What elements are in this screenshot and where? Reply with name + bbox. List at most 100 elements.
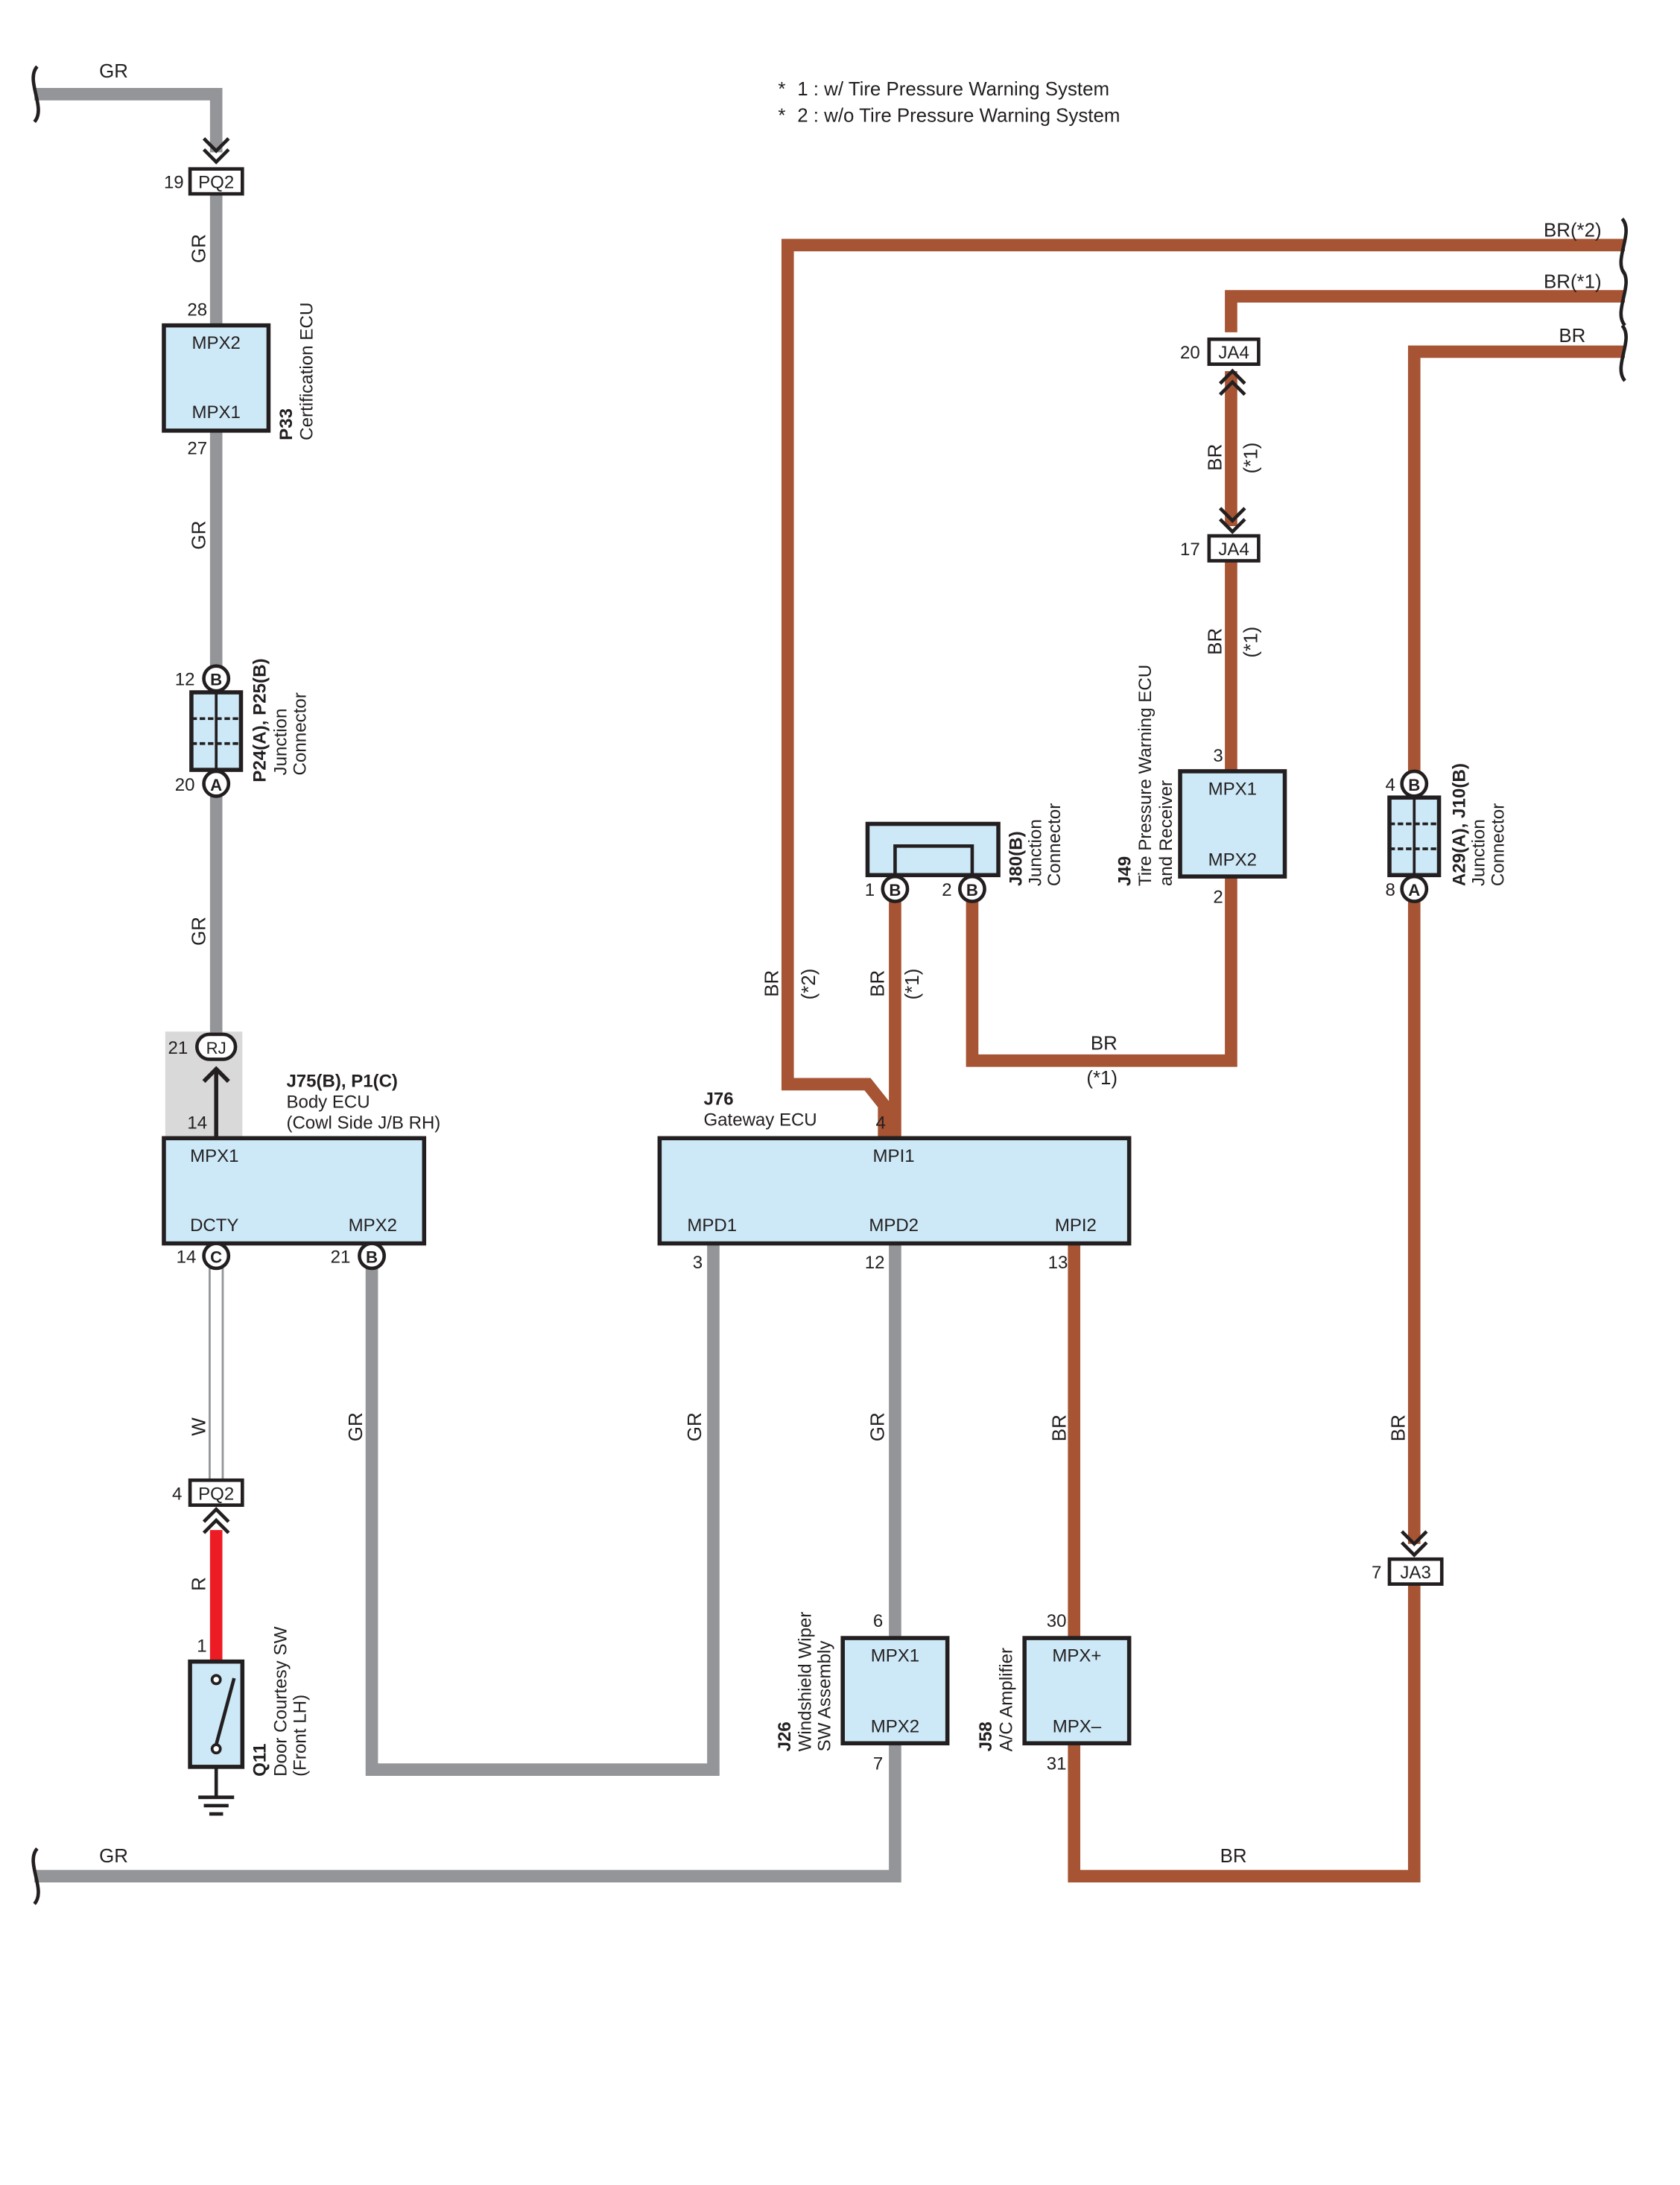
wire-label-br-ja4-a: BR <box>1205 444 1226 471</box>
connector-pin: 19 <box>164 173 184 193</box>
wire-label-br-j76: BR <box>761 970 782 997</box>
j26-name-2: SW Assembly <box>815 1641 835 1752</box>
a29-pin-8: 8 <box>1385 880 1395 900</box>
p24-term-a-label: A <box>210 776 222 794</box>
mating-arrow-icon <box>202 137 230 154</box>
p33-id: P33 <box>276 408 297 440</box>
j75-name-1: Body ECU <box>286 1092 370 1112</box>
j76-pin-13: 13 <box>1048 1253 1068 1273</box>
j75-name-2: (Cowl Side J/B RH) <box>286 1113 440 1133</box>
break-top-left <box>31 65 40 124</box>
wire-label-br-bottom: BR <box>1220 1846 1247 1867</box>
wire-gr-top <box>34 87 223 153</box>
note-2-mark: * <box>778 105 785 126</box>
j80-term-1-label: B <box>889 881 901 899</box>
a29-name-1: Junction <box>1469 819 1489 886</box>
wire-label-gr-mpd1: GR <box>685 1412 706 1441</box>
j58-id: J58 <box>976 1721 996 1751</box>
j75-terminal-b <box>358 1242 387 1271</box>
wire-label-br-j80-j49: BR <box>1091 1033 1118 1054</box>
j75-pin-21: 21 <box>331 1247 351 1267</box>
mating-arrow-icon <box>1219 379 1246 396</box>
connector-ja4-lower: JA4 17 <box>1180 507 1261 563</box>
note-1-text: 1 : w/ Tire Pressure Warning System <box>797 79 1109 100</box>
rj-name: RJ <box>206 1039 226 1057</box>
connector-pin: 17 <box>1180 540 1200 560</box>
wire-label-br-top2: BR(*2) <box>1544 221 1602 241</box>
q11-name-2: (Front LH) <box>290 1695 310 1777</box>
j75-term-c-label: C <box>210 1248 222 1266</box>
j76-pin-12: 12 <box>865 1253 885 1273</box>
j49-terminal-mpx1: MPX1 <box>1208 779 1257 799</box>
j58-terminal-mpx-minus: MPX– <box>1053 1716 1102 1736</box>
component-j80: B 1 B 2 J80(B) Junction Connector <box>865 803 1065 903</box>
component-q11: 1 Q11 Door Courtesy SW (Front LH) <box>188 1626 310 1816</box>
p24-term-b-label: B <box>210 671 222 689</box>
wire-br-top2-j76 <box>781 238 1626 1139</box>
wire-label-gr-3: GR <box>188 917 209 946</box>
rj-pin: 21 <box>168 1038 188 1058</box>
j26-terminal-mpx1: MPX1 <box>871 1646 919 1666</box>
j80-short-bar <box>893 844 974 876</box>
break-br3 <box>1619 324 1628 382</box>
a29-name-2: Connector <box>1488 803 1508 886</box>
j76-box <box>657 1136 1132 1246</box>
wire-label-gr-mpx2: GR <box>346 1412 367 1441</box>
q11-contact <box>210 1674 222 1686</box>
wire-label-br-j76-note: (*2) <box>799 969 820 1000</box>
component-j75: MPX1 DCTY MPX2 14 C 14 B 21 J75(B), P1(C… <box>162 1072 440 1271</box>
j75-pin-14-top: 14 <box>187 1113 207 1133</box>
component-j49: MPX1 MPX2 3 2 J49 Tire Pressure Warning … <box>1115 665 1287 907</box>
connector-box <box>188 167 244 196</box>
j80-id: J80(B) <box>1007 831 1027 886</box>
wire-label-br-top1: BR(*1) <box>1544 271 1602 292</box>
p33-terminal-mpx1: MPX1 <box>191 402 240 423</box>
wire-label-br-j80: BR <box>868 970 889 997</box>
j26-terminal-mpx2: MPX2 <box>871 1716 919 1736</box>
wire-label-gr-1: GR <box>188 234 209 263</box>
br-wires <box>781 238 1626 1883</box>
j76-pin-4: 4 <box>876 1113 886 1133</box>
connector-pin: 7 <box>1372 1563 1381 1583</box>
j58-terminal-mpx-plus: MPX+ <box>1052 1646 1101 1666</box>
j49-name-2: and Receiver <box>1156 780 1176 886</box>
j76-id: J76 <box>704 1090 734 1110</box>
q11-pin-1: 1 <box>197 1637 206 1657</box>
j76-terminal-mpi2: MPI2 <box>1055 1215 1097 1236</box>
connector-name: JA4 <box>1218 540 1249 560</box>
j75-id: J75(B), P1(C) <box>286 1072 397 1092</box>
wire-label-br-j80-j49-note: (*1) <box>1086 1068 1118 1089</box>
break-br1 <box>1619 268 1628 327</box>
connector-box <box>1207 337 1261 366</box>
q11-contact <box>210 1743 222 1755</box>
wire-label-br-ja4-a-note: (*1) <box>1241 443 1262 474</box>
wire-br-j49-j80 <box>966 876 1237 1067</box>
connector-box <box>188 1478 244 1508</box>
j26-name-1: Windshield Wiper <box>796 1612 816 1752</box>
connector-name: PQ2 <box>198 1484 234 1504</box>
mating-arrow-icon <box>202 1506 230 1523</box>
q11-id: Q11 <box>250 1744 270 1777</box>
p33-pin-28: 28 <box>187 300 207 320</box>
connector-pin: 4 <box>172 1484 182 1504</box>
a29-id: A29(A), J10(B) <box>1450 763 1470 886</box>
a29-pin-4: 4 <box>1385 775 1395 795</box>
mating-arrow-icon <box>1400 1530 1428 1547</box>
connector-name: JA4 <box>1218 343 1249 363</box>
j76-terminal-mpd2: MPD2 <box>869 1215 919 1236</box>
j80-box <box>865 821 1001 878</box>
j75-box <box>162 1136 427 1246</box>
j49-box <box>1178 769 1287 879</box>
j58-pin-30: 30 <box>1047 1611 1067 1631</box>
p24-pin-20: 20 <box>175 775 195 795</box>
j76-terminal-mpd1: MPD1 <box>687 1215 737 1236</box>
wire-label-br-ja4-b-note: (*1) <box>1241 627 1262 658</box>
connector-box <box>1207 534 1261 563</box>
j76-pin-3: 3 <box>693 1253 703 1273</box>
note-1-mark: * <box>778 79 785 100</box>
component-j76: MPI1 MPD1 MPD2 MPI2 4 3 12 13 J76 Gatewa… <box>657 1090 1132 1273</box>
j80-pin-2: 2 <box>942 880 951 900</box>
a29-terminal-a <box>1400 874 1429 903</box>
j75-term-b-label: B <box>366 1248 378 1266</box>
